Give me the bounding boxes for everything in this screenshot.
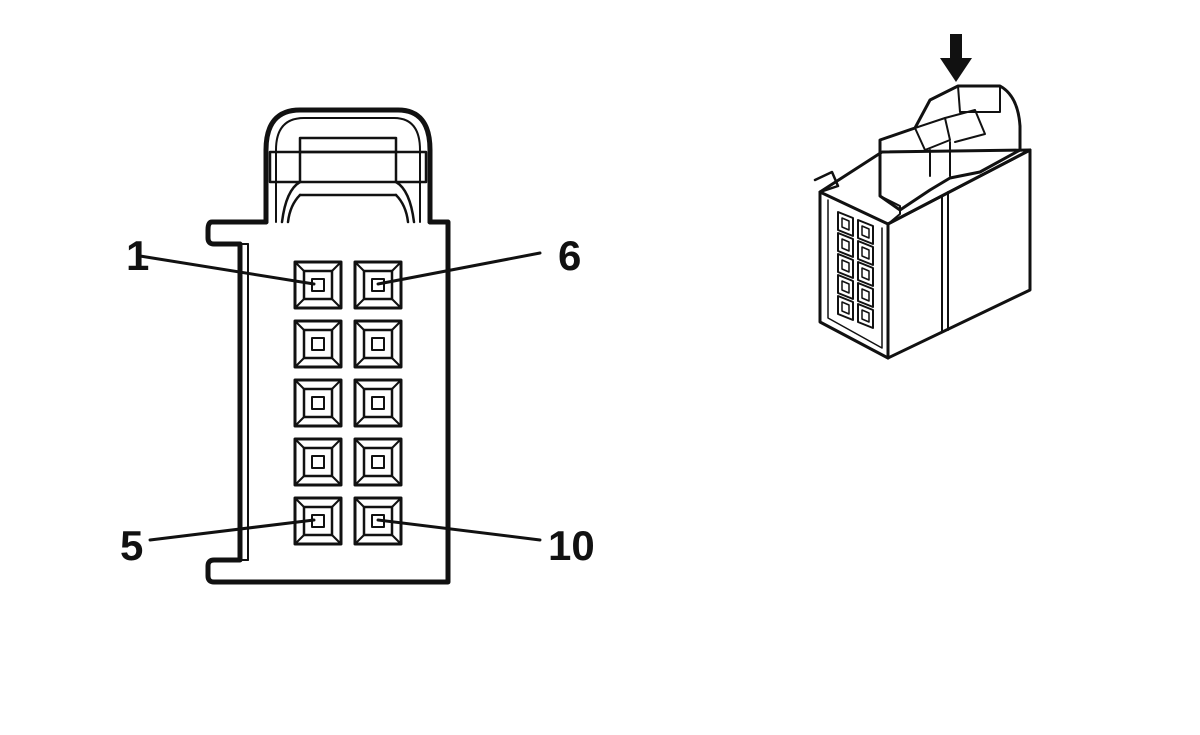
pin-cavity [293,378,343,428]
iso-pin-cavity [857,303,874,329]
iso-pin-cavity [857,261,874,287]
iso-top-face [818,148,1032,226]
pin-cavity [353,437,403,487]
iso-pin-cavity [857,240,874,266]
down-arrow-icon [940,34,972,82]
pin-cavity [293,319,343,369]
pin-cavity [293,437,343,487]
pin-label-6: 6 [558,232,581,279]
leader-line-pin-10 [376,518,542,542]
pin-cavity [353,319,403,369]
pin-label-5: 5 [120,522,143,569]
connector-housing [205,219,451,585]
pin-label-10: 10 [548,522,595,569]
pin-cavity [353,260,403,310]
iso-pin-cavity [837,295,854,321]
iso-pin-grid [837,211,874,329]
iso-pin-cavity [837,211,854,237]
connector-latch [263,107,433,225]
iso-pin-cavity [857,282,874,308]
iso-side-face [886,148,1032,360]
iso-pin-cavity [837,253,854,279]
iso-pin-cavity [857,219,874,245]
pin-cavity [353,378,403,428]
iso-latch [878,84,1022,212]
pin-label-1: 1 [126,232,149,279]
connector-isometric-view [813,34,1032,360]
leader-line-pin-5 [148,518,316,542]
leader-line-pin-1 [138,254,316,286]
iso-pin-cavity [837,232,854,258]
leader-line-pin-6 [376,251,542,286]
connector-front-view [138,107,542,585]
iso-pin-cavity [837,274,854,300]
pin-grid [293,260,403,546]
pin-cavity [293,260,343,310]
